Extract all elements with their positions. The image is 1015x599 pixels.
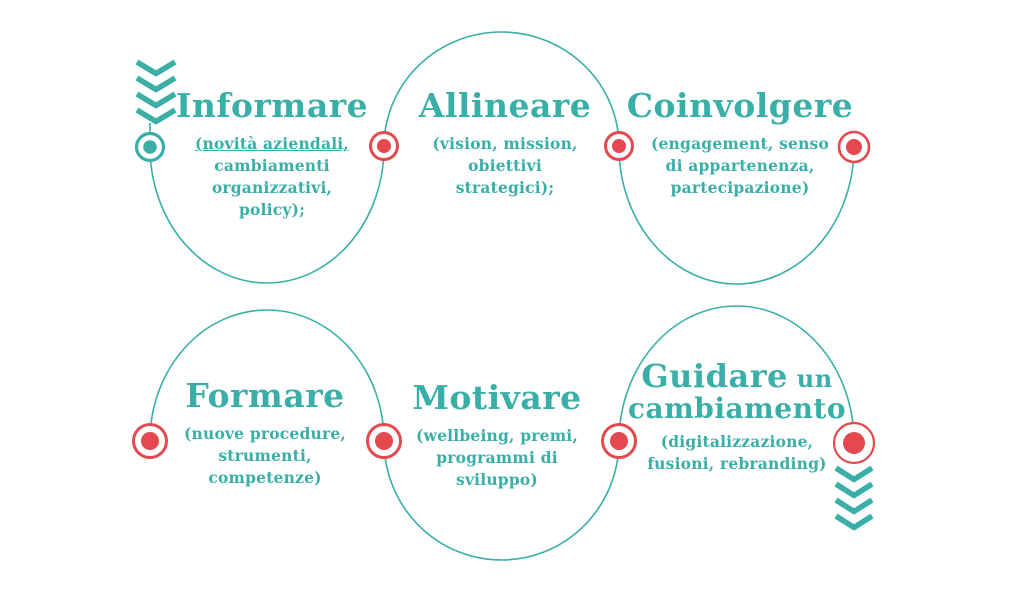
- step-description: (nuove procedure, strumenti, competenze): [184, 423, 346, 489]
- step-card-formare: Formare (nuove procedure, strumenti, com…: [184, 378, 346, 489]
- node-icon-7: [601, 423, 637, 459]
- step-card-motivare: Motivare (wellbeing, premi, programmi di…: [412, 380, 581, 491]
- description-line: (wellbeing, premi,: [416, 426, 578, 445]
- end-chevrons-down-icon: [834, 465, 874, 531]
- step-title-line2: cambiamento: [627, 392, 847, 425]
- description-line: programmi di: [436, 448, 558, 467]
- step-title: Informare: [175, 86, 369, 125]
- description-line: fusioni, rebranding): [647, 454, 827, 473]
- description-line: (digitalizzazione,: [660, 432, 814, 451]
- wave-line-bottom: [149, 305, 855, 561]
- description-line: (engagement, senso: [650, 134, 830, 153]
- step-title-suffix: un: [787, 364, 833, 393]
- step-title: Formare: [185, 376, 345, 415]
- node-icon-8: [832, 421, 876, 465]
- description-line: cambiamenti: [214, 156, 330, 175]
- step-title: Guidare un: [628, 360, 846, 394]
- step-title: Allineare: [418, 86, 592, 125]
- node-icon-5: [132, 423, 168, 459]
- description-line: (novità aziendali,: [195, 134, 349, 153]
- node-icon-3: [604, 131, 634, 161]
- description-line: strumenti,: [218, 446, 312, 465]
- description-line: partecipazione): [670, 178, 810, 197]
- step-card-informare: Informare (novità aziendali, cambiamenti…: [176, 88, 368, 221]
- step-card-guidare-un-cambiamento: Guidare un cambiamento (digitalizzazione…: [627, 360, 847, 475]
- description-line: (vision, mission,: [432, 134, 578, 153]
- description-line: (nuove procedure,: [183, 424, 347, 443]
- description-line: di appartenenza,: [665, 156, 815, 175]
- step-title: Motivare: [412, 378, 582, 417]
- start-chevrons-down-icon: [135, 59, 177, 125]
- step-card-coinvolgere: Coinvolgere (engagement, senso di appart…: [627, 88, 853, 199]
- description-line: sviluppo): [456, 470, 538, 489]
- step-description: (vision, mission, obiettivi strategici);: [419, 133, 591, 199]
- step-description: (digitalizzazione, fusioni, rebranding): [628, 431, 846, 475]
- step-title: Coinvolgere: [626, 86, 854, 125]
- step-description: (novità aziendali, cambiamenti organizza…: [176, 133, 368, 221]
- node-icon-6: [366, 423, 402, 459]
- node-icon-2: [369, 131, 399, 161]
- node-icon-1: [134, 131, 166, 163]
- description-line: competenze): [208, 468, 322, 487]
- description-line: strategici);: [455, 178, 555, 197]
- step-card-allineare: Allineare (vision, mission, obiettivi st…: [419, 88, 591, 199]
- step-title-main: Guidare: [641, 357, 788, 395]
- description-line: policy);: [238, 200, 306, 219]
- node-icon-4: [837, 130, 871, 164]
- description-line: organizzativi,: [211, 178, 333, 197]
- step-description: (wellbeing, premi, programmi di sviluppo…: [412, 425, 581, 491]
- description-line: obiettivi: [468, 156, 542, 175]
- step-description: (engagement, senso di appartenenza, part…: [627, 133, 853, 199]
